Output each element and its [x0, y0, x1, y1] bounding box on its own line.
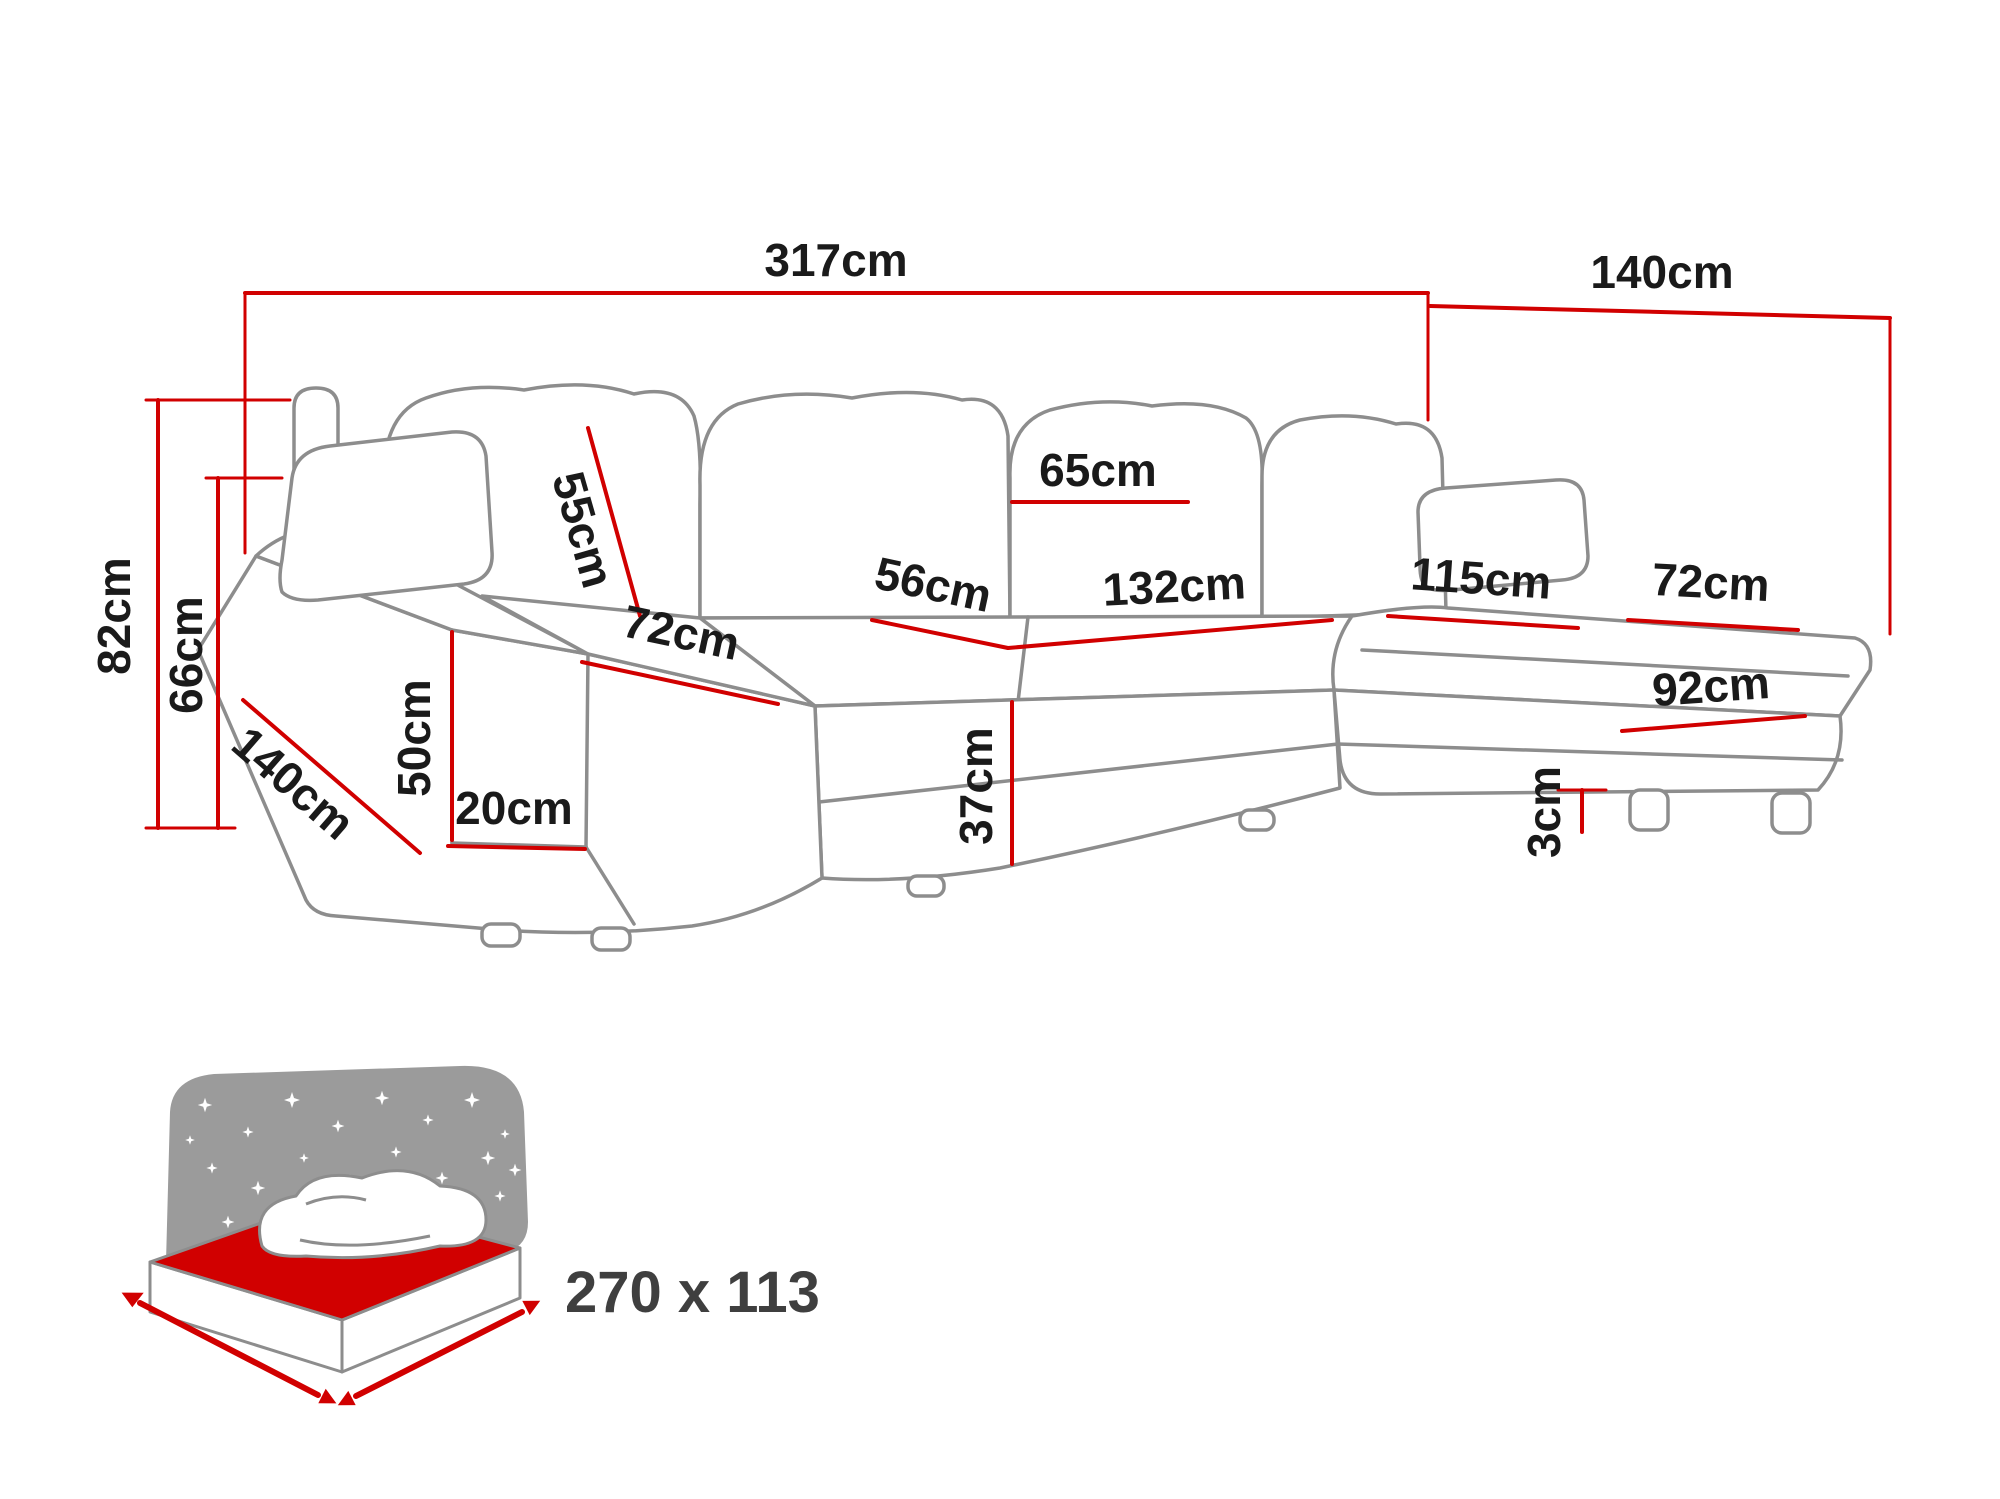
bed-mattress [148, 1169, 522, 1374]
dimension-labels: 317cm 140cm 82cm 66cm 55cm 65cm 56cm 132… [88, 234, 1771, 858]
corner-pillow [278, 430, 494, 603]
back-cushion [1008, 400, 1264, 620]
back-cushion [1260, 414, 1448, 620]
dim-line-left-seat-width [580, 660, 780, 706]
arrowhead [522, 1300, 541, 1316]
arrowhead [337, 1390, 356, 1406]
label-backrest-height: 66cm [160, 596, 212, 714]
bed-arrow-line [137, 1300, 321, 1398]
label-right-seat-length: 115cm [1409, 547, 1553, 609]
dim-line-middle-seat-width [1006, 618, 1334, 650]
dim-line-right-seat-width [1626, 618, 1800, 632]
dim-line-right-seat-length [1386, 614, 1580, 630]
left-seat-top [480, 594, 817, 708]
middle-front-seam [817, 742, 1340, 804]
sofa-leg [1770, 791, 1812, 835]
sleeping-area-label: 270 x 113 [565, 1260, 820, 1325]
dim-line-armrest-width [446, 844, 587, 851]
middle-seat-split-line [1016, 615, 1030, 704]
right-chaise-front-seam [1335, 742, 1844, 762]
blanket-fold-line [299, 1234, 431, 1247]
sofa-drawing [196, 383, 1873, 952]
label-back-cushion-width: 65cm [1039, 444, 1157, 496]
arrowhead [318, 1388, 337, 1404]
sofa-leg [1628, 788, 1670, 832]
label-armrest-width: 20cm [455, 782, 573, 834]
middle-front-face [813, 688, 1342, 882]
sofa-leg [906, 874, 946, 898]
label-armrest-height: 50cm [388, 679, 440, 797]
sofa-leg [590, 926, 632, 952]
label-right-seat-width: 72cm [1651, 553, 1771, 611]
left-armrest-bottom-edge [450, 841, 588, 849]
sofa-leg [1238, 808, 1276, 832]
label-total-width: 317cm [764, 234, 907, 286]
blanket-fold-line [305, 1195, 367, 1206]
arrowhead [121, 1292, 144, 1308]
label-leg-height: 3cm [1518, 766, 1570, 858]
right-chaise-front [1332, 688, 1843, 796]
sofa-leg [480, 922, 522, 948]
sofa-bed-icon [121, 1065, 541, 1406]
dim-line-left-chaise-depth [241, 698, 422, 855]
label-right-depth: 140cm [1590, 246, 1733, 298]
dim-line-right-chaise-front [1620, 714, 1807, 733]
bed-arrow-line [353, 1309, 525, 1399]
sofa-legs [480, 788, 1812, 952]
label-middle-seat-width: 132cm [1101, 556, 1247, 615]
right-pillow [1416, 478, 1590, 593]
left-base-seam [584, 845, 636, 926]
bed-dimension-arrows [121, 1292, 541, 1406]
right-chaise-top-seam [1360, 648, 1850, 678]
dim-line-right-depth [1428, 304, 1892, 320]
label-seat-height: 37cm [950, 727, 1002, 845]
dim-line-back-cushion-height [586, 426, 642, 618]
label-right-chaise-front: 92cm [1650, 656, 1771, 716]
left-armrest-inner-edge [584, 652, 590, 849]
back-cushion [698, 390, 1012, 620]
dim-line-seat-depth [870, 618, 1010, 650]
dimension-lines [144, 291, 1892, 866]
label-total-height: 82cm [88, 557, 140, 675]
